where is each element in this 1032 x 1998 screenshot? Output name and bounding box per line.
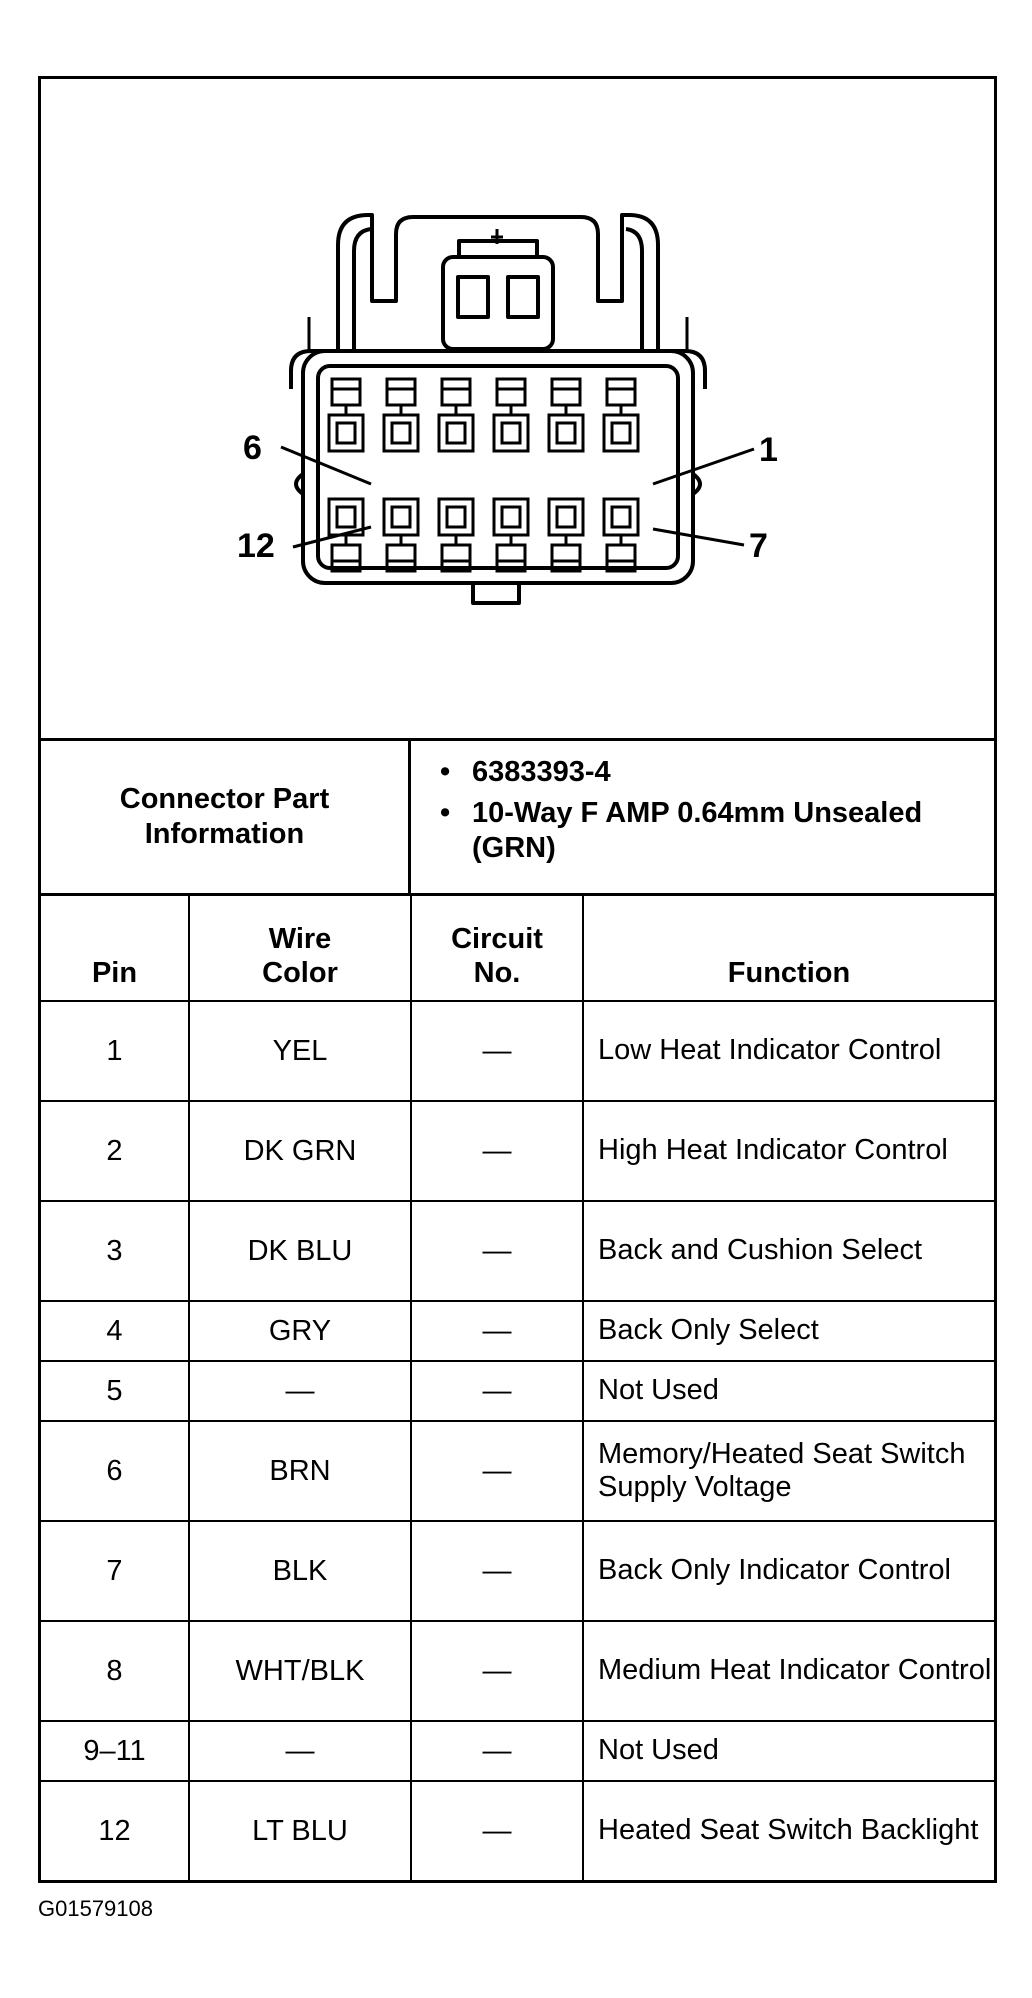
pin-cavity <box>437 497 475 573</box>
wire-color-cell: — <box>188 1720 412 1782</box>
pin-cell: 1 <box>41 1000 190 1102</box>
figure-id: G01579108 <box>38 1896 153 1921</box>
diagram-frame: 6 12 1 7 Connector Part Information 6383… <box>38 76 997 1883</box>
pin-cavity <box>382 377 420 453</box>
function-cell: Back Only Indicator Control <box>582 1520 994 1622</box>
leader-line-pin-6 <box>280 445 372 486</box>
connector-part-information: Connector Part Information 6383393-4 10-… <box>41 741 994 896</box>
table-row: 12 LT BLU — Heated Seat Switch Backlight <box>41 1780 994 1880</box>
part-number: 6383393-4 <box>440 755 984 790</box>
pin-cell: 4 <box>41 1300 190 1362</box>
connector-drawing: 6 12 1 7 <box>237 213 778 605</box>
function-cell: Not Used <box>582 1360 994 1422</box>
wire-color-cell: WHT/BLK <box>188 1620 412 1722</box>
circuit-no-header-text: Circuit No. <box>451 923 543 989</box>
pin-cavity <box>327 497 365 573</box>
circuit-no-cell: — <box>410 1620 584 1722</box>
pin-cell: 9–11 <box>41 1720 190 1782</box>
pin-cavity <box>602 377 640 453</box>
table-row: 7 BLK — Back Only Indicator Control <box>41 1520 994 1622</box>
function-cell: Heated Seat Switch Backlight <box>582 1780 994 1880</box>
function-cell: Not Used <box>582 1720 994 1782</box>
pin-cavities <box>327 377 640 573</box>
pin-cavity <box>492 377 530 453</box>
wire-color-cell: DK BLU <box>188 1200 412 1302</box>
table-row: 9–11 — — Not Used <box>41 1720 994 1782</box>
wire-color-header: Wire Color <box>188 896 412 1002</box>
function-cell: Memory/Heated Seat Switch Supply Voltage <box>582 1420 994 1522</box>
function-cell: Medium Heat Indicator Control <box>582 1620 994 1722</box>
pin-table: Pin Wire Color Circuit No. Function 1 YE… <box>41 896 994 1880</box>
leader-line-pin-7 <box>652 527 745 547</box>
table-row: 4 GRY — Back Only Select <box>41 1300 994 1362</box>
table-row: 8 WHT/BLK — Medium Heat Indicator Contro… <box>41 1620 994 1722</box>
pin-cell: 5 <box>41 1360 190 1422</box>
pin-6-callout: 6 <box>243 429 262 467</box>
connector-body <box>301 349 695 585</box>
circuit-no-cell: — <box>410 1780 584 1880</box>
pin-1-callout: 1 <box>759 431 778 469</box>
leader-line-pin-12 <box>292 525 372 549</box>
wire-color-cell: BLK <box>188 1520 412 1622</box>
pin-12-callout: 12 <box>237 527 275 565</box>
pin-cell: 7 <box>41 1520 190 1622</box>
connector-description: 10-Way F AMP 0.64mm Unsealed (GRN) <box>440 796 984 866</box>
circuit-no-cell: — <box>410 1100 584 1202</box>
function-header: Function <box>582 896 994 1002</box>
part-info-label: Connector Part Information <box>41 741 411 893</box>
pin-cavity <box>327 377 365 453</box>
wire-color-cell: DK GRN <box>188 1100 412 1202</box>
circuit-no-cell: — <box>410 1360 584 1422</box>
wire-color-cell: BRN <box>188 1420 412 1522</box>
wire-color-header-text: Wire Color <box>262 923 338 989</box>
wire-color-cell: — <box>188 1360 412 1422</box>
circuit-no-cell: — <box>410 1000 584 1102</box>
table-row: 2 DK GRN — High Heat Indicator Control <box>41 1100 994 1202</box>
part-info-values: 6383393-4 10-Way F AMP 0.64mm Unsealed (… <box>414 741 994 893</box>
table-row: 1 YEL — Low Heat Indicator Control <box>41 1000 994 1102</box>
circuit-no-cell: — <box>410 1420 584 1522</box>
function-cell: Back Only Select <box>582 1300 994 1362</box>
wire-color-cell: LT BLU <box>188 1780 412 1880</box>
pin-cavity <box>492 497 530 573</box>
wire-color-cell: YEL <box>188 1000 412 1102</box>
circuit-no-cell: — <box>410 1520 584 1622</box>
wire-color-cell: GRY <box>188 1300 412 1362</box>
pin-cavity <box>382 497 420 573</box>
leader-line-pin-1 <box>652 447 755 486</box>
pin-cell: 12 <box>41 1780 190 1880</box>
table-row: 5 — — Not Used <box>41 1360 994 1422</box>
function-cell: High Heat Indicator Control <box>582 1100 994 1202</box>
bottom-key <box>471 583 521 605</box>
circuit-no-cell: — <box>410 1200 584 1302</box>
table-header-row: Pin Wire Color Circuit No. Function <box>41 896 994 1002</box>
circuit-no-header: Circuit No. <box>410 896 584 1002</box>
circuit-no-cell: — <box>410 1720 584 1782</box>
pin-cavity <box>547 497 585 573</box>
pin-cell: 2 <box>41 1100 190 1202</box>
pin-7-callout: 7 <box>749 527 768 565</box>
circuit-no-cell: — <box>410 1300 584 1362</box>
pin-cavity <box>437 377 475 453</box>
pin-cavity <box>602 497 640 573</box>
pin-cavity <box>547 377 585 453</box>
function-cell: Low Heat Indicator Control <box>582 1000 994 1102</box>
connector-face-view: 6 12 1 7 <box>41 79 994 741</box>
table-row: 3 DK BLU — Back and Cushion Select <box>41 1200 994 1302</box>
table-row: 6 BRN — Memory/Heated Seat Switch Supply… <box>41 1420 994 1522</box>
connector-latch-outline <box>336 213 660 351</box>
pin-cell: 6 <box>41 1420 190 1522</box>
pin-header: Pin <box>41 896 190 1002</box>
pin-cell: 3 <box>41 1200 190 1302</box>
pin-cell: 8 <box>41 1620 190 1722</box>
function-cell: Back and Cushion Select <box>582 1200 994 1302</box>
